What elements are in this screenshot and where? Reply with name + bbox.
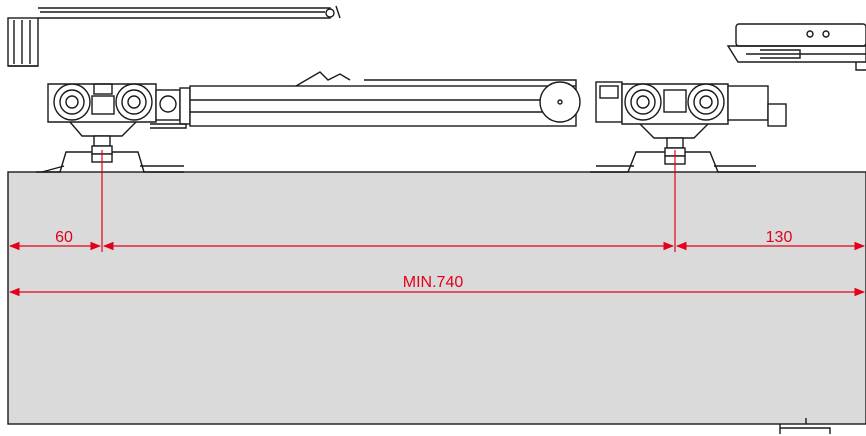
right-carriage xyxy=(595,81,787,139)
dimension-label-overall: MIN.740 xyxy=(403,274,464,291)
soft-close-damper xyxy=(150,71,581,129)
top-track-left xyxy=(7,5,341,67)
top-track-right xyxy=(726,23,866,71)
left-carriage xyxy=(47,83,157,137)
dimension-label-right: 130 xyxy=(766,229,793,246)
door-panel xyxy=(7,171,866,425)
left-hanger-bracket xyxy=(36,135,184,173)
left-roller-1 xyxy=(53,83,91,121)
dimension-lines xyxy=(8,150,866,297)
right-roller-2 xyxy=(687,83,725,121)
right-roller-1 xyxy=(624,83,662,121)
left-roller-2 xyxy=(115,83,153,121)
dimension-label-left: 60 xyxy=(55,229,73,246)
bottom-guide xyxy=(779,418,831,434)
